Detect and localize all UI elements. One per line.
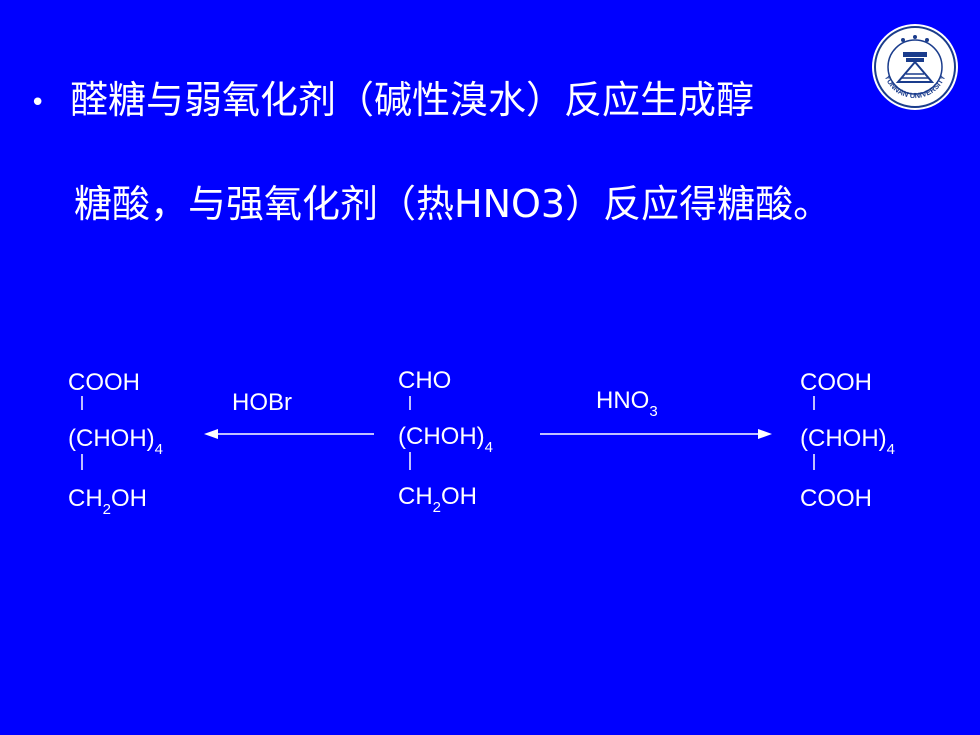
line2-text: 糖酸，与强氧化剂（热HNO3）反应得糖酸。 [74, 182, 832, 226]
center-bottom-group: CH2OH [398, 483, 477, 516]
center-middle-group: (CHOH)4 [398, 423, 493, 456]
seal-building-roof [903, 52, 927, 57]
right-top-group: COOH [800, 369, 872, 396]
right-middle-group: (CHOH)4 [800, 425, 895, 458]
left-bottom-group: CH2OH [68, 485, 147, 518]
left-top-group: COOH [68, 369, 140, 396]
right-molecule: COOH (CHOH)4 COOH [800, 369, 895, 512]
left-molecule: COOH (CHOH)4 CH2OH [68, 369, 163, 518]
right-arrow [540, 429, 772, 439]
university-seal-icon: YUNNAN UNIVERSITY [872, 24, 958, 110]
seal-outer-ring [872, 24, 958, 110]
line1-text: 醛糖与弱氧化剂（碱性溴水）反应生成醇 [70, 78, 755, 122]
seal-building-band [906, 58, 924, 62]
seal-building-steps [895, 60, 935, 83]
left-middle-group: (CHOH)4 [68, 425, 163, 458]
left-reagent: HOBr [232, 389, 292, 416]
bullet-line-1: • 醛糖与弱氧化剂（碱性溴水）反应生成醇 [30, 70, 754, 133]
seal-border [874, 26, 956, 108]
left-arrow [204, 429, 374, 439]
reaction-diagram: COOH (CHOH)4 CH2OH HOBr CHO (CHOH)4 CH2O… [68, 367, 895, 518]
seal-inner-border [887, 39, 943, 95]
center-molecule: CHO (CHOH)4 CH2OH [398, 367, 493, 516]
center-top-group: CHO [398, 367, 451, 394]
right-bottom-group: COOH [800, 485, 872, 512]
bullet-icon: • [30, 87, 46, 118]
right-reagent: HNO3 [596, 387, 658, 420]
